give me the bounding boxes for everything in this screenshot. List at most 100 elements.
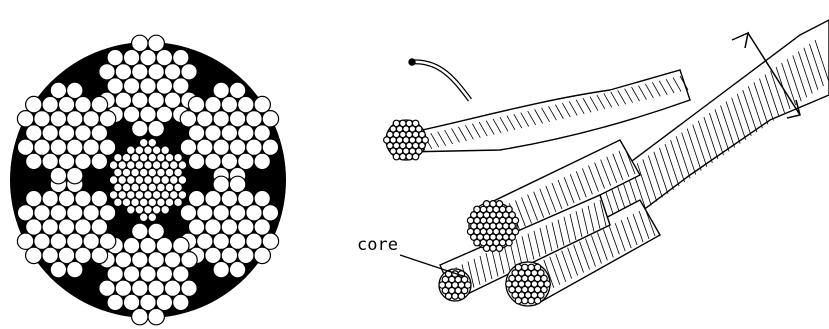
outer-wire [181,252,197,268]
core-wire [174,198,183,207]
outer-wire [17,233,33,249]
outer-wire [213,261,229,277]
outer-wire [107,78,123,94]
strand-end-wire [506,239,512,245]
outer-wire [132,120,148,136]
outer-wire [205,247,221,263]
outer-wire [205,219,221,235]
outer-wire [107,294,123,310]
outer-wire [67,139,83,155]
outer-wire [67,111,83,127]
outer-wire [197,205,213,221]
outer-wire [140,49,156,65]
outer-wire [123,49,139,65]
outer-wire [246,205,262,221]
outer-wire [83,205,99,221]
outer-wire [91,153,107,169]
outer-wire [229,233,245,249]
outer-wire [58,219,74,235]
outer-wire [229,176,245,192]
strand-end-wire [483,245,489,251]
strand-end-wire [515,297,521,303]
outer-wire [132,64,148,80]
outer-wire [67,167,83,183]
outer-wire [188,96,204,112]
outer-wire [148,35,164,51]
outer-wire [229,139,245,155]
strand-end-wire [412,153,418,159]
strand-end-wire [458,293,464,299]
outer-wire [34,233,50,249]
strand-end-wire [522,297,528,303]
outer-wire [67,82,83,98]
outer-wire [213,176,229,192]
outer-wire [164,92,180,108]
outer-wire [164,252,180,268]
outer-wire [67,205,83,221]
outer-wire [221,219,237,235]
outer-wire [83,233,99,249]
outer-wire [58,190,74,206]
outer-wire [123,78,139,94]
outer-wire [188,125,204,141]
outer-wire [156,106,172,122]
outer-wire [26,190,42,206]
outer-wire [246,139,262,155]
outer-wire [91,190,107,206]
outer-wire [205,190,221,206]
outer-wire [238,247,254,263]
core-wire [161,205,170,214]
strand-end-wire [452,293,458,299]
outer-wire [115,92,131,108]
outer-wire [229,82,245,98]
outer-wire [181,280,197,296]
outer-wire [213,233,229,249]
strand-end-wire [496,245,502,251]
strand-end-wire [474,239,480,245]
outer-wire [123,237,139,253]
outer-wire [205,153,221,169]
outer-wire [115,280,131,296]
outer-wire [50,82,66,98]
outer-wire [123,266,139,282]
outer-wire [188,190,204,206]
outer-wire [221,153,237,169]
outer-wire [221,190,237,206]
outer-wire [26,219,42,235]
outer-wire [58,153,74,169]
outer-wire [156,294,172,310]
strand-end-wire [406,153,412,159]
core-wire [148,213,157,222]
outer-wire [75,96,91,112]
outer-wire [83,111,99,127]
outer-wire [34,205,50,221]
outer-wire [42,190,58,206]
outer-wire [42,247,58,263]
outer-wire [132,35,148,51]
outer-wire [26,96,42,112]
outer-wire [238,190,254,206]
outer-wire [50,139,66,155]
rope-perspective-view [384,20,829,306]
outer-wire [173,78,189,94]
outer-wire [173,49,189,65]
outer-wire [132,252,148,268]
outer-wire [213,139,229,155]
outer-wire [173,266,189,282]
outer-wire [123,294,139,310]
outer-wire [148,223,164,239]
outer-wire [91,125,107,141]
outer-wire [229,261,245,277]
outer-wire [34,139,50,155]
outer-wire [99,111,115,127]
outer-wire [42,153,58,169]
outer-wire [58,247,74,263]
outer-wire [17,111,33,127]
outer-wire [50,205,66,221]
outer-wire [197,233,213,249]
outer-wire [83,139,99,155]
outer-wire [254,190,270,206]
outer-wire [246,111,262,127]
strand-end-wire [528,297,534,303]
outer-wire [229,205,245,221]
